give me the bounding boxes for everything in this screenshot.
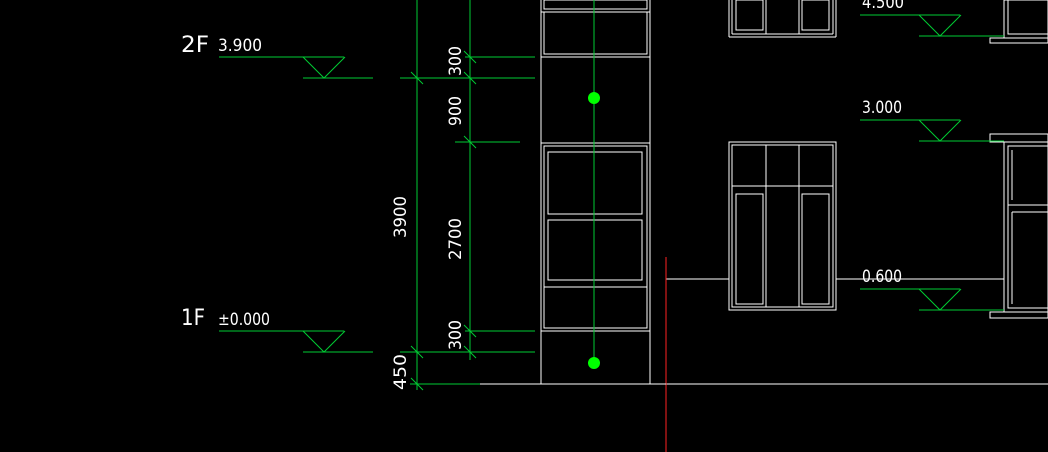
elevation-label-right-mid: 3.000 bbox=[862, 98, 902, 118]
level-marker-right-low bbox=[860, 288, 1004, 311]
right-window bbox=[728, 141, 837, 311]
dim-text-300-lower: 300 bbox=[446, 320, 466, 350]
floor-label-2f: 2F bbox=[181, 33, 209, 58]
level-marker-right-mid bbox=[860, 119, 1004, 142]
elevation-label-1f: ±0.000 bbox=[218, 310, 270, 330]
elevation-label-right-low: 0.600 bbox=[862, 267, 902, 287]
dim-text-2700: 2700 bbox=[446, 218, 466, 260]
grip-point-lower[interactable] bbox=[588, 357, 600, 369]
dim-text-900: 900 bbox=[446, 96, 466, 126]
level-marker-1f bbox=[219, 330, 373, 353]
far-right-window-fragment bbox=[989, 0, 1048, 319]
level-marker-right-top bbox=[860, 14, 1004, 37]
floor-label-1f: 1F bbox=[181, 306, 205, 331]
level-marker-2f bbox=[219, 56, 373, 79]
dim-text-3900: 3900 bbox=[391, 196, 411, 238]
elevation-label-2f: 3.900 bbox=[218, 36, 262, 56]
elevation-label-right-top: 4.500 bbox=[862, 0, 904, 13]
grip-point-upper[interactable] bbox=[588, 92, 600, 104]
upper-right-window-fragment bbox=[728, 0, 837, 38]
central-window-column bbox=[540, 0, 651, 384]
dim-text-450: 450 bbox=[391, 354, 411, 390]
dim-text-300-upper: 300 bbox=[446, 46, 466, 76]
cad-crosshair-cursor bbox=[650, 257, 667, 452]
